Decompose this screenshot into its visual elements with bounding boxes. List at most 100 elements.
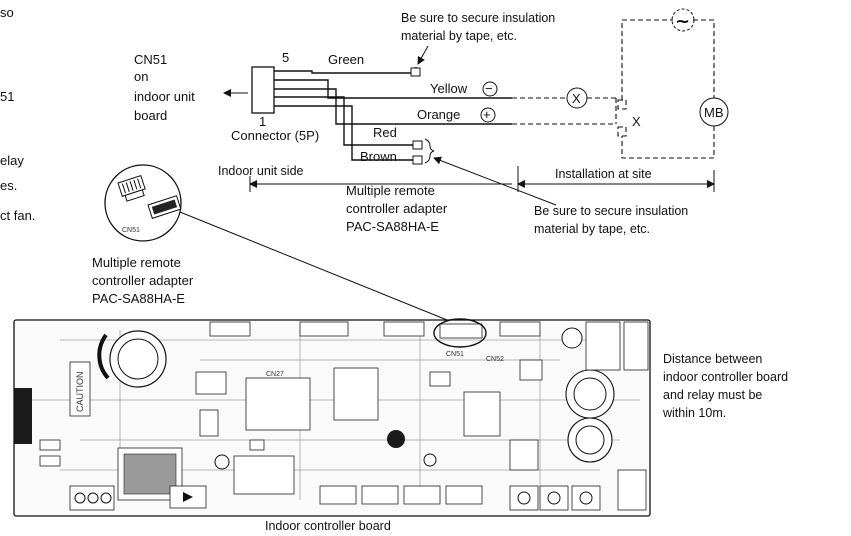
insulation-top-line2: material by tape, etc. bbox=[401, 29, 517, 43]
wire-red bbox=[274, 96, 415, 146]
small-capacitor bbox=[561, 327, 583, 349]
contact-bottom bbox=[617, 126, 627, 137]
left-margin-text: so 51 elay es. ct fan. bbox=[0, 5, 35, 223]
connector-5p: 5 1 Connector (5P) bbox=[231, 50, 319, 143]
adapter-center-line3: PAC-SA88HA-E bbox=[346, 219, 439, 234]
relay-coil-glyph: X bbox=[572, 91, 581, 106]
adapter-left-line3: PAC-SA88HA-E bbox=[92, 291, 185, 306]
cn51-callout: CN51 bbox=[104, 164, 182, 242]
connector-body bbox=[251, 66, 275, 114]
relay-contact-glyph: X bbox=[632, 114, 641, 129]
cn51-highlight bbox=[433, 318, 487, 348]
wire-green bbox=[274, 67, 417, 74]
relay-block-2 bbox=[623, 321, 649, 371]
ac-source-symbol bbox=[671, 8, 695, 32]
misc-comp-8 bbox=[509, 439, 539, 471]
label-yellow: Yellow bbox=[430, 81, 468, 96]
board-black-dot bbox=[387, 430, 405, 448]
socket-icon bbox=[147, 195, 182, 219]
brace bbox=[424, 138, 435, 164]
minus-glyph: − bbox=[485, 81, 493, 96]
indoor-unit-side-label: Indoor unit side bbox=[218, 164, 304, 178]
terminal-block-3 bbox=[509, 485, 539, 511]
board-cn27-label: CN27 bbox=[266, 371, 284, 378]
connector-pin-5: 5 bbox=[282, 50, 289, 65]
adapter-label-left: Multiple remote controller adapter PAC-S… bbox=[92, 255, 194, 306]
plus-symbol bbox=[480, 107, 496, 123]
main-chip bbox=[333, 367, 379, 421]
sub-chip bbox=[463, 391, 501, 437]
misc-comp-10 bbox=[423, 453, 437, 467]
board-caution-text: CAUTION bbox=[75, 372, 85, 413]
strip-2 bbox=[361, 485, 399, 505]
misc-comp-1 bbox=[39, 439, 61, 451]
terminal-block-5 bbox=[571, 485, 601, 511]
cn51-label-line1: CN51 bbox=[134, 52, 167, 67]
contact-top bbox=[617, 99, 627, 110]
cn51-label-line2: on bbox=[134, 69, 148, 84]
connector-pin-1: 1 bbox=[259, 114, 266, 129]
board-cn52-label: CN52 bbox=[486, 356, 504, 363]
top-strip-1 bbox=[209, 321, 251, 337]
side-dimensions: Indoor unit side Installation at site bbox=[218, 164, 715, 192]
adapter-center-line1: Multiple remote bbox=[346, 183, 435, 198]
adapter-label-center: Multiple remote controller adapter PAC-S… bbox=[346, 183, 448, 234]
relay-block-1 bbox=[585, 321, 621, 371]
margin-text-3: elay bbox=[0, 153, 24, 168]
minus-symbol bbox=[482, 81, 498, 97]
cn51-label: CN51 on indoor unit board bbox=[134, 52, 195, 123]
dash-motor-return bbox=[621, 126, 715, 159]
adapter-plug-icon bbox=[117, 174, 146, 202]
distance-line4: within 10m. bbox=[662, 406, 726, 420]
insulation-top-arrow bbox=[417, 45, 429, 65]
leader-line bbox=[179, 211, 453, 323]
terminal-block-1 bbox=[69, 485, 115, 511]
dash-ac-to-motor bbox=[693, 19, 715, 98]
label-green: Green bbox=[328, 52, 364, 67]
caution-box bbox=[69, 361, 91, 417]
board-title: Indoor controller board bbox=[265, 519, 391, 533]
chip-block-2 bbox=[233, 455, 295, 495]
transformer-left-core bbox=[123, 453, 177, 495]
margin-text-1: so bbox=[0, 5, 14, 20]
terminal-block-4 bbox=[539, 485, 569, 511]
distance-line1: Distance between bbox=[663, 352, 762, 366]
top-strip-2 bbox=[299, 321, 349, 337]
cn51-socket-on-board bbox=[439, 323, 483, 339]
right-capacitor-1 bbox=[565, 369, 615, 419]
dash-to-ac bbox=[621, 19, 673, 100]
connector-label: Connector (5P) bbox=[231, 128, 319, 143]
misc-comp-5 bbox=[429, 371, 451, 387]
label-orange: Orange bbox=[417, 107, 460, 122]
big-capacitor-inner bbox=[117, 338, 159, 380]
label-brown: Brown bbox=[360, 149, 397, 164]
site-wiring: X X ~ MB bbox=[512, 8, 729, 159]
distance-line3: and relay must be bbox=[663, 388, 762, 402]
cn51-label-line3: indoor unit bbox=[134, 89, 195, 104]
insulation-bottom-line2: material by tape, etc. bbox=[534, 222, 650, 236]
label-red: Red bbox=[373, 125, 397, 140]
board-connector-black bbox=[14, 388, 32, 444]
misc-comp-7 bbox=[249, 439, 265, 451]
strip-1 bbox=[319, 485, 357, 505]
insulation-bottom-line1: Be sure to secure insulation bbox=[534, 204, 688, 218]
ac-glyph: ~ bbox=[675, 11, 690, 32]
callout-cn51-label: CN51 bbox=[122, 227, 140, 234]
green-terminal bbox=[410, 67, 421, 77]
insulation-top-line1: Be sure to secure insulation bbox=[401, 11, 555, 25]
insulation-note-bottom: Be sure to secure insulation material by… bbox=[433, 156, 688, 236]
margin-text-2: 51 bbox=[0, 89, 14, 104]
adapter-left-line1: Multiple remote bbox=[92, 255, 181, 270]
misc-comp-3 bbox=[195, 371, 227, 395]
wire-brown bbox=[274, 105, 415, 161]
insulation-bottom-arrow bbox=[433, 156, 557, 206]
red-terminal bbox=[412, 140, 423, 150]
installation-at-site-label: Installation at site bbox=[555, 167, 652, 181]
chip-block-1 bbox=[245, 377, 311, 431]
strip-4 bbox=[445, 485, 483, 505]
strip-3 bbox=[403, 485, 441, 505]
indoor-controller-board: CAUTION bbox=[13, 318, 651, 517]
adapter-left-line2: controller adapter bbox=[92, 273, 194, 288]
distance-line2: indoor controller board bbox=[663, 370, 788, 384]
misc-comp-6 bbox=[519, 359, 543, 381]
